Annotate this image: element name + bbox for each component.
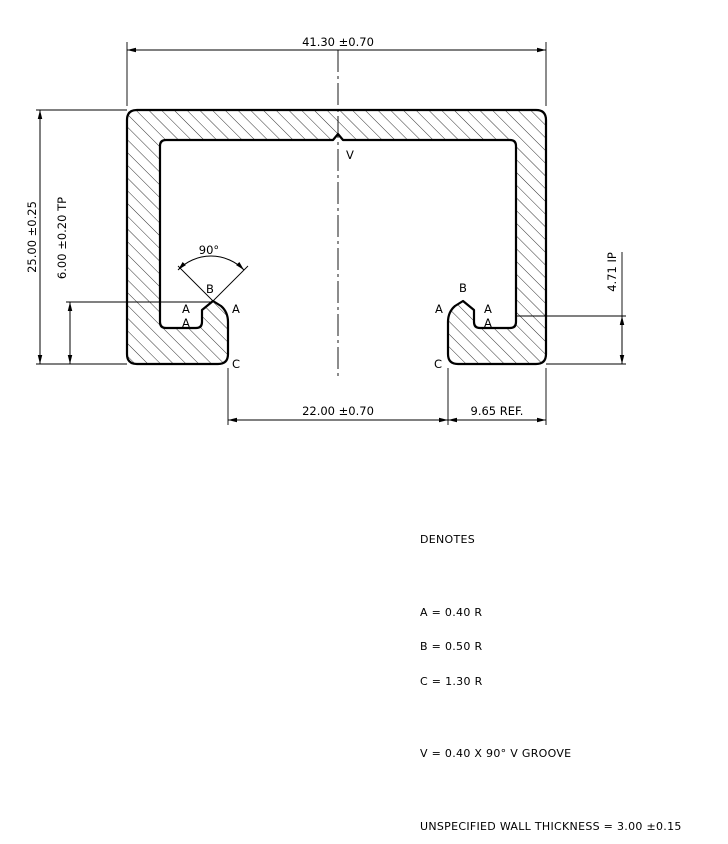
inner-height-left-label: 6.00 ±0.20 TP [55,197,69,279]
callout-a-right-2: A [484,316,492,330]
notes-heading: DENOTES [420,533,476,546]
note-b: B = 0.50 R [420,640,483,653]
angle-arc [177,255,245,271]
overall-width-label: 41.30 ±0.70 [302,35,374,49]
right-flange-label: 9.65 REF. [471,404,524,418]
inner-height-right-label: 4.71 IP [605,252,619,292]
callout-a-left-2: A [182,316,190,330]
callout-v: V [346,148,354,162]
callout-a-right-tip: A [435,302,443,316]
angle-leg-right [212,265,249,302]
note-v: V = 0.40 X 90° V GROOVE [420,747,572,760]
note-wall-thickness: UNSPECIFIED WALL THICKNESS = 3.00 ±0.15 [420,819,682,833]
angle-leg-left [177,265,214,302]
callout-a-right-1: A [484,302,492,316]
profile-drawing: 41.30 ±0.70 25.00 ±0.25 6.00 ±0.20 TP 4.… [25,35,626,425]
note-a: A = 0.40 R [420,605,483,619]
callout-c-left: C [232,357,240,371]
overall-height-label: 25.00 ±0.25 [25,201,39,273]
notes-block: DENOTES A = 0.40 R B = 0.50 R C = 1.30 R… [420,511,682,844]
angle-label: 90° [199,243,219,257]
opening-width-label: 22.00 ±0.70 [302,404,374,418]
callout-b-left: B [206,282,214,296]
note-c: C = 1.30 R [420,674,483,688]
channel-profile [125,108,548,366]
callout-a-left-1: A [182,302,190,316]
callout-b-right: B [459,281,467,295]
callout-c-right: C [434,357,442,371]
callout-a-left-tip: A [232,302,240,316]
